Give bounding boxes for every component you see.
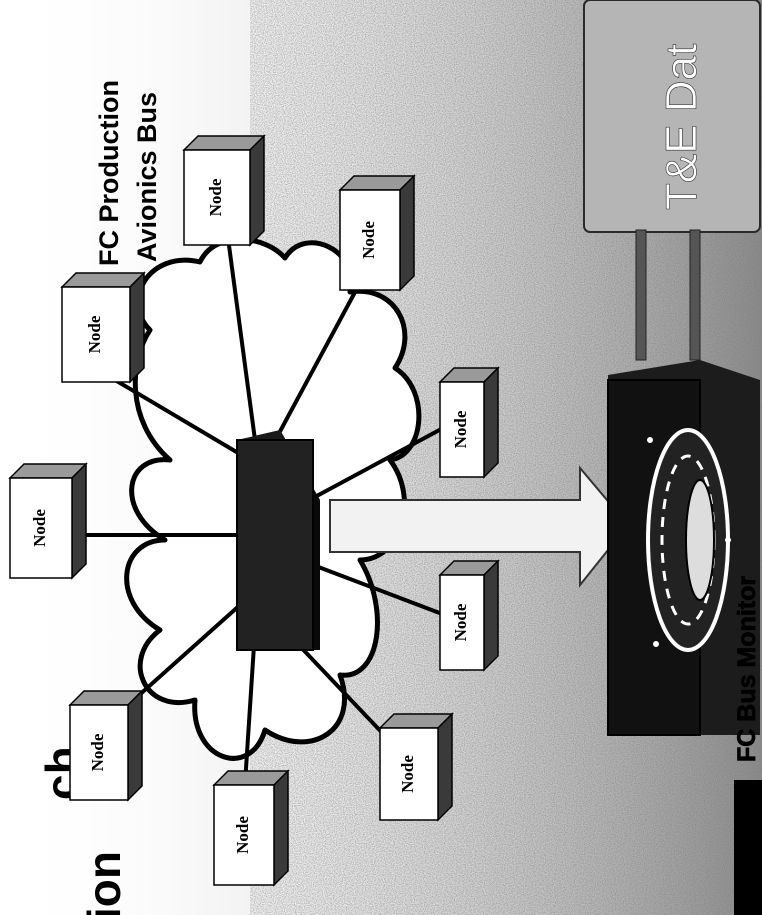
network-node: Node	[440, 561, 498, 670]
network-node: Node	[184, 136, 264, 245]
node-label: Node	[233, 816, 252, 854]
network-node: Node	[440, 368, 498, 477]
node-side-face	[484, 368, 498, 477]
node-label: Node	[30, 509, 49, 547]
te-data-label: T&E Dat	[657, 44, 706, 210]
network-node: Node	[380, 714, 452, 820]
network-node: Node	[10, 464, 86, 578]
node-label: Node	[398, 755, 417, 793]
bus-label-line2: Avionics Bus	[132, 92, 162, 262]
node-side-face	[438, 714, 452, 820]
node-label: Node	[85, 315, 104, 353]
title-fragment-bottom: ion	[78, 851, 130, 915]
node-side-face	[400, 176, 414, 290]
node-side-face	[484, 561, 498, 670]
node-side-face	[250, 136, 264, 245]
network-node: Node	[214, 771, 288, 885]
node-side-face	[130, 273, 144, 382]
node-label: Node	[88, 733, 107, 771]
network-node: Node	[62, 273, 144, 382]
central-switch	[237, 430, 320, 650]
bottom-edge-bar	[734, 780, 762, 915]
network-node: Node	[70, 691, 142, 800]
node-label: Node	[451, 603, 470, 641]
bus-label-line1: FC Production	[94, 80, 124, 266]
node-side-face	[274, 771, 288, 885]
node-label: Node	[206, 178, 225, 216]
node-side-face	[72, 464, 86, 578]
fc-bus-monitor: FC Bus Monitor	[608, 360, 761, 762]
node-label: Node	[359, 221, 378, 259]
node-label: Node	[451, 410, 470, 448]
te-data-system: T&E Dat	[584, 0, 760, 232]
network-node: Node	[340, 176, 414, 290]
node-side-face	[128, 691, 142, 800]
monitor-label: FC Bus Monitor	[733, 576, 761, 762]
